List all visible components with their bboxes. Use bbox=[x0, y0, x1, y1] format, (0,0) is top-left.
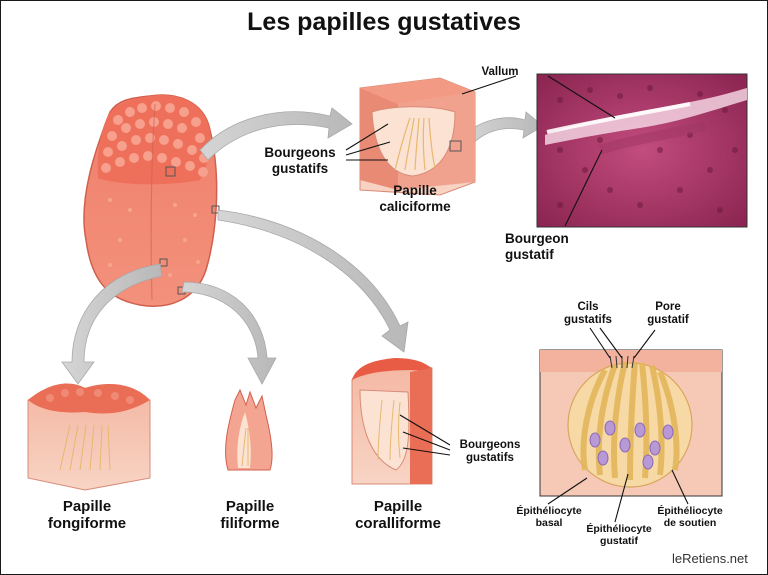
label-papille-caliciforme: Papille caliciforme bbox=[370, 183, 460, 214]
label-pore-gustatif: Pore gustatif bbox=[628, 301, 708, 327]
papille-coralliforme-illustration bbox=[352, 358, 432, 484]
label-bourgeons-gustatifs-top: Bourgeons gustatifs bbox=[252, 145, 348, 176]
label-papille-coralliforme: Papille coralliforme bbox=[340, 498, 456, 533]
label-papille-filiforme: Papille filiforme bbox=[200, 498, 300, 533]
taste-bud-detail bbox=[540, 350, 722, 496]
page-title: Les papilles gustatives bbox=[0, 8, 768, 37]
label-vallum: Vallum bbox=[470, 66, 530, 79]
micrograph bbox=[537, 74, 747, 227]
label-bourgeon-gustatif: Bourgeon gustatif bbox=[505, 231, 605, 262]
label-bourgeons-gustatifs-bottom: Bourgeons gustatifs bbox=[450, 439, 530, 465]
credit-watermark: leRetiens.net bbox=[672, 551, 748, 566]
papille-caliciforme-illustration bbox=[360, 78, 475, 195]
papille-filiforme-illustration bbox=[226, 390, 273, 470]
label-epitheliocyte-soutien: Épithéliocyte de soutien bbox=[644, 505, 736, 529]
label-papille-fongiforme: Papille fongiforme bbox=[32, 498, 142, 533]
label-cils-gustatifs: Cils gustatifs bbox=[548, 301, 628, 327]
papille-fongiforme-illustration bbox=[28, 384, 150, 490]
